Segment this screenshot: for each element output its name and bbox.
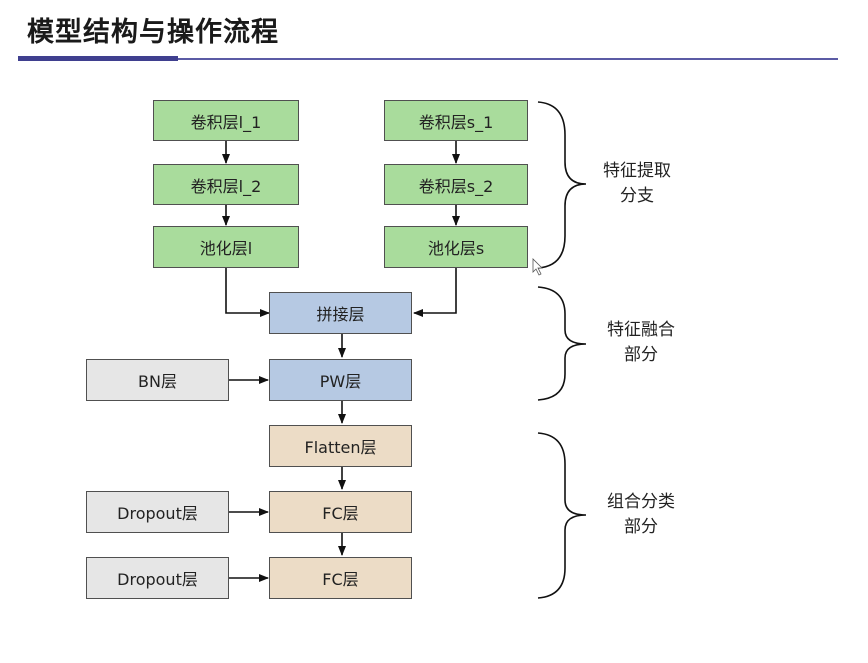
fc-layer-1: FC层	[269, 491, 412, 533]
arrow-pool-l-to-concat	[225, 268, 270, 317]
brace-feature-extraction	[537, 101, 587, 269]
mouse-cursor-icon	[532, 258, 543, 276]
brace-feature-fusion	[537, 286, 587, 401]
conv-layer-l1: 卷积层l_1	[153, 100, 299, 141]
brace-classification	[537, 432, 587, 599]
dropout-layer-2: Dropout层	[86, 557, 229, 599]
title-underline-accent	[18, 56, 178, 61]
page-title: 模型结构与操作流程	[27, 17, 279, 48]
pool-layer-s: 池化层s	[384, 226, 528, 268]
bn-layer: BN层	[86, 359, 229, 401]
arrow-pool-s-to-concat	[413, 268, 457, 317]
brace-label-classification: 组合分类 部分	[607, 492, 675, 537]
pool-layer-l: 池化层l	[153, 226, 299, 268]
conv-layer-s2: 卷积层s_2	[384, 164, 528, 205]
conv-layer-l2: 卷积层l_2	[153, 164, 299, 205]
flatten-layer: Flatten层	[269, 425, 412, 467]
brace-label-feature-fusion: 特征融合 部分	[607, 320, 675, 365]
conv-layer-s1: 卷积层s_1	[384, 100, 528, 141]
pw-layer: PW层	[269, 359, 412, 401]
fc-layer-2: FC层	[269, 557, 412, 599]
concat-layer: 拼接层	[269, 292, 412, 334]
brace-label-feature-extraction: 特征提取 分支	[603, 161, 671, 206]
title-underline	[178, 58, 838, 60]
dropout-layer-1: Dropout层	[86, 491, 229, 533]
